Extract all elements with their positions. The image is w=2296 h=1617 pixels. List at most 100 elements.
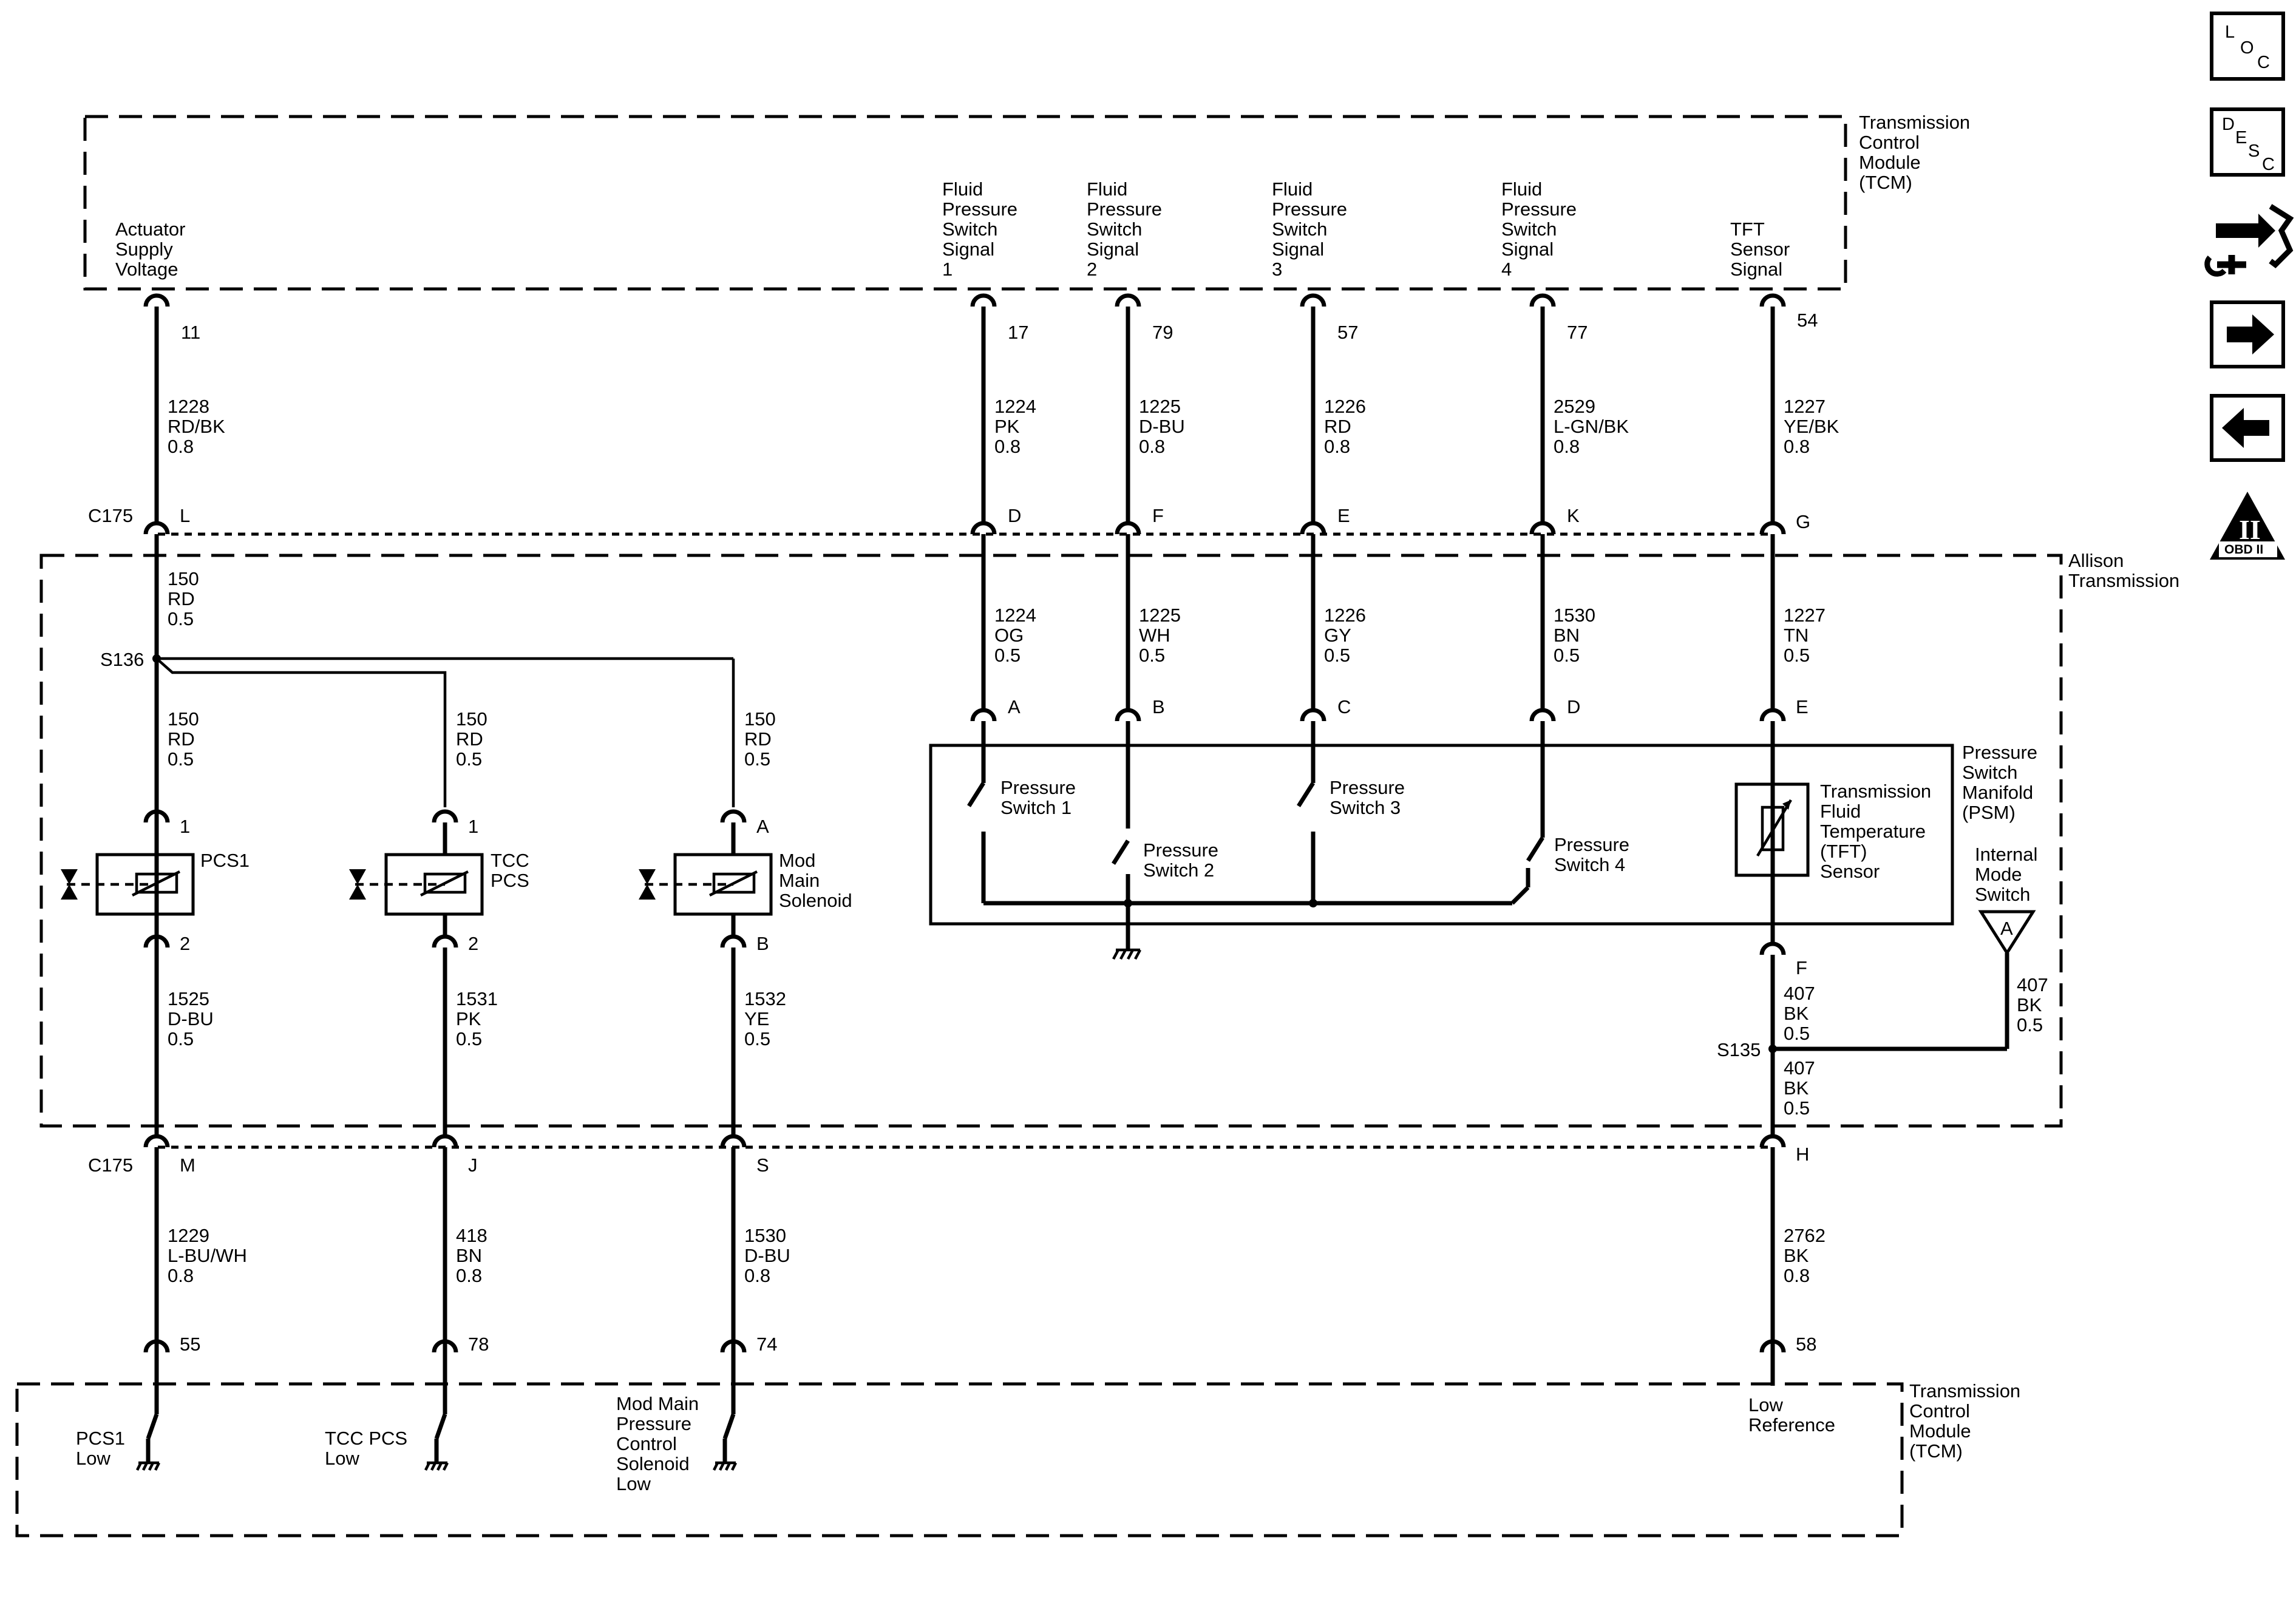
wire-407-bk-a: 407 BK 0.5 [1784,983,1820,1044]
c175-upper-label: C175 [88,505,133,526]
wire-1530-bn: 1530 BN 0.5 [1554,605,1601,666]
wire-418-bn: 418 BN 0.8 [456,1225,492,1286]
s136-label: S136 [100,649,144,670]
wire-407-bk-b: 407 BK 0.5 [1784,1057,1820,1119]
circuit-fps2: 79 1225 D-BU 0.8 F 1225 WH 0.5 B [1115,293,1190,829]
c175-pin-F: F [1152,505,1164,526]
tcm-pin-17: 17 [1008,322,1028,343]
tcm-pin-54: 54 [1797,310,1818,331]
signal-label-fps3: Fluid Pressure Switch Signal 3 [1272,178,1353,280]
obd-ii-icon[interactable]: II OBD II [2210,492,2285,560]
psm-pin-E: E [1796,696,1809,717]
svg-text:C: C [2257,53,2270,72]
svg-text:OBD II: OBD II [2224,543,2263,557]
tcm-pin-77: 77 [1567,322,1588,343]
psm-pin-D: D [1567,696,1580,717]
tcm-bottom-label: Transmission Control Module (TCM) [1909,1380,2026,1462]
ground-icon [1112,903,1141,960]
pcs1-label: PCS1 [200,850,250,871]
internal-mode-switch: A Internal Mode Switch [1975,844,2037,956]
tft-sensor: Transmission Fluid Temperature (TFT) Sen… [1734,781,1937,882]
solenoid-tcc-pcs: 150 RD 0.5 1 2 TCC PCS 1531 PK 0.5 J 418… [325,708,529,1471]
pcs1-low-label: PCS1 Low [76,1428,131,1469]
psm-pin-A: A [1008,696,1021,717]
wire-1525-dbu: 1525 D-BU 0.5 [168,988,219,1049]
svg-text:E: E [2235,128,2247,147]
wire-1532-ye: 1532 YE 0.5 [744,988,792,1049]
circuit-fps3: 57 1226 RD 0.8 E 1226 GY 0.5 C [1300,293,1371,783]
svg-text:L: L [2225,22,2235,42]
wire-150-pcs1: 150 RD 0.5 [168,708,204,770]
pressure-switch-2-label: Pressure Switch 2 [1143,839,1224,881]
wire-2529-lgnbk: 2529 L-GN/BK 0.8 [1554,396,1634,457]
signal-label-fps1: Fluid Pressure Switch Signal 1 [942,178,1023,280]
c175-pin-H: H [1796,1144,1809,1165]
signal-label-actuator: Actuator Supply Voltage [115,219,191,280]
tcc-pcs-low-label: TCC PCS Low [325,1428,413,1469]
loc-button[interactable]: L O C [2210,12,2285,81]
next-arrow-button[interactable] [2210,300,2285,368]
pcs1-pin-1: 1 [180,816,190,837]
psm-pin-B: B [1152,696,1165,717]
tcm-pin-11: 11 [181,322,200,343]
mod-pin-B: B [756,933,769,954]
tft-sensor-label: Transmission Fluid Temperature (TFT) Sen… [1820,781,1937,882]
wire-2762-bk: 2762 BK 0.8 [1784,1225,1831,1286]
pressure-switch-4: Pressure Switch 4 [1510,834,1635,905]
solenoid-mod-main: 150 RD 0.5 A B Mod Main Solenoid 1532 YE… [616,708,852,1494]
mod-pin-A: A [756,816,769,837]
psm-pin-F: F [1796,957,1807,978]
circuit-fps1: 17 1224 PK 0.8 D 1224 OG 0.5 A [970,293,1042,783]
wire-1225-dbu: 1225 D-BU 0.8 [1139,396,1190,457]
tcc-pin-1: 1 [468,816,478,837]
tcm-pin-78: 78 [468,1334,489,1355]
allison-transmission-box [39,554,2063,1128]
circuit-low-reference: F 407 BK 0.5 S135 407 BK 0.5 407 BK 0.5 … [1717,924,2053,1436]
pressure-switch-3: Pressure Switch 3 [1297,777,1405,903]
pressure-switch-1: Pressure Switch 1 [967,777,1081,903]
mod-main-low-label: Mod Main Pressure Control Solenoid Low [616,1393,704,1494]
wire-1228: 1228 RD/BK 0.8 [168,396,230,457]
desc-button[interactable]: D E S C [2210,107,2285,177]
signal-label-fps2: Fluid Pressure Switch Signal 2 [1087,178,1167,280]
wire-1226-rd: 1226 RD 0.8 [1324,396,1371,457]
wire-1229-lbuwh: 1229 L-BU/WH 0.8 [168,1225,253,1286]
low-reference-label: Low Reference [1748,1394,1835,1436]
solenoid-pcs1: 150 RD 0.5 1 2 PCS1 1525 D-BU 0.5 M 1229… [61,708,253,1471]
tcm-pin-57: 57 [1337,322,1358,343]
tcm-bottom-box [15,1382,1904,1537]
psm-pin-C: C [1337,696,1351,717]
tcm-top-label: Transmission Control Module (TCM) [1859,112,1975,193]
wire-150-mod: 150 RD 0.5 [744,708,781,770]
wire-150-main: 150 RD 0.5 [168,568,204,629]
mod-main-label: Mod Main Solenoid [779,850,852,911]
c175-pin-J: J [468,1154,478,1176]
c175-lower-label: C175 [88,1154,133,1176]
signal-label-tft: TFT Sensor Signal [1730,219,1795,280]
tcm-pin-55: 55 [180,1334,200,1355]
circuit-fps4: 77 2529 L-GN/BK 0.8 K 1530 BN 0.5 D [1529,293,1634,838]
wire-1227-yebk: 1227 YE/BK 0.8 [1784,396,1844,457]
tcc-pin-2: 2 [468,933,478,954]
wire-1224-pk: 1224 PK 0.8 [994,396,1042,457]
wire-407-bk-ims: 407 BK 0.5 [2017,974,2053,1036]
svg-text:D: D [2222,115,2235,134]
wire-1227-tn: 1227 TN 0.5 [1784,605,1831,666]
tcm-pin-74: 74 [756,1334,777,1355]
wire-1531-pk: 1531 PK 0.5 [456,988,503,1049]
pcs1-pin-2: 2 [180,933,190,954]
svg-text:S: S [2248,141,2260,161]
s135-label: S135 [1717,1039,1761,1060]
c175-pin-K: K [1567,505,1580,526]
internal-mode-switch-pin: A [2000,918,2013,939]
svg-text:C: C [2262,155,2275,174]
connector-repair-icon[interactable] [2204,204,2294,277]
bus-junction-3 [1309,899,1317,907]
pressure-switch-1-label: Pressure Switch 1 [1000,777,1081,818]
allison-transmission-label: Allison Transmission [2068,550,2179,591]
signal-label-fps4: Fluid Pressure Switch Signal 4 [1501,178,1582,280]
pressure-switch-4-label: Pressure Switch 4 [1554,834,1635,875]
c175-pin-M: M [180,1154,195,1176]
previous-arrow-button[interactable] [2210,394,2285,462]
